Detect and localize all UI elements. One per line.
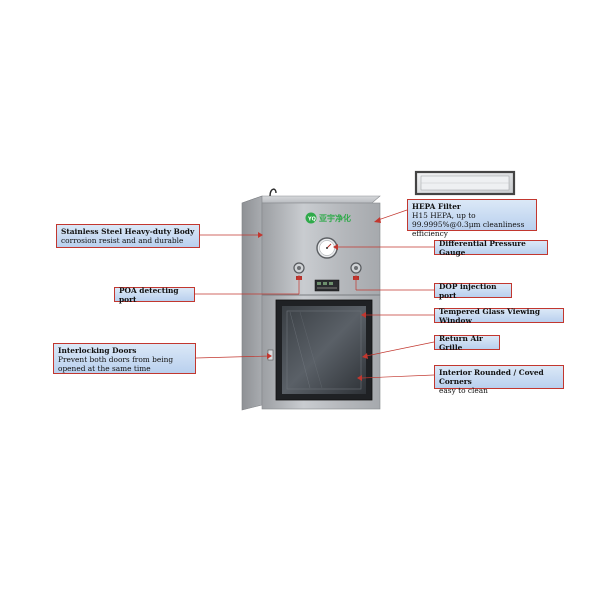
- logo-text: 亚宇净化: [319, 213, 351, 223]
- callout-interior-corners: Interior Rounded / Coved Corners easy to…: [434, 365, 564, 395]
- callout-title: Return Air Grille: [439, 333, 483, 352]
- callout-stainless-body: Stainless Steel Heavy-duty Body corrosio…: [56, 224, 200, 248]
- hepa-filter-image: [414, 170, 516, 196]
- callout-return-air-grille: Return Air Grille: [434, 333, 500, 352]
- callout-poa-port: POA detecting port: [114, 285, 195, 304]
- callout-desc: Prevent both doors from being opened at …: [58, 355, 174, 373]
- cabinet-top: [241, 195, 381, 204]
- top-cable: [269, 188, 277, 197]
- callout-dop-port: DOP injection port: [434, 281, 512, 300]
- leaf-logo-icon: [305, 212, 317, 224]
- callout-title: DOP injection port: [439, 281, 497, 300]
- control-panel: [314, 279, 340, 292]
- callout-title: Stainless Steel Heavy-duty Body: [61, 227, 195, 236]
- pressure-gauge: [316, 237, 338, 259]
- callout-pressure-gauge: Differential Pressure Gauge: [434, 238, 548, 257]
- callout-desc: H15 HEPA, up to 99.9995%@0.3μm cleanline…: [412, 211, 525, 238]
- callout-title: HEPA Filter: [412, 202, 461, 211]
- callout-title: POA detecting port: [119, 285, 179, 304]
- logo-mark: YQ: [307, 217, 316, 223]
- callout-title: Interior Rounded / Coved Corners: [439, 368, 544, 386]
- callout-title: Tempered Glass Viewing Window: [439, 306, 541, 325]
- cabinet-side-panel: [241, 195, 263, 411]
- callout-glass-window: Tempered Glass Viewing Window: [434, 306, 564, 325]
- callout-title: Differential Pressure Gauge: [439, 238, 526, 257]
- callout-interlocking-doors: Interlocking Doors Prevent both doors fr…: [53, 343, 196, 374]
- callout-desc: easy to clean: [439, 386, 488, 395]
- glass-window: [282, 306, 366, 394]
- leader-lines: [195, 209, 435, 379]
- callout-hepa-filter: HEPA Filter H15 HEPA, up to 99.9995%@0.3…: [407, 199, 537, 238]
- callout-desc: corrosion resist and and durable: [61, 236, 184, 245]
- callout-title: Interlocking Doors: [58, 346, 137, 355]
